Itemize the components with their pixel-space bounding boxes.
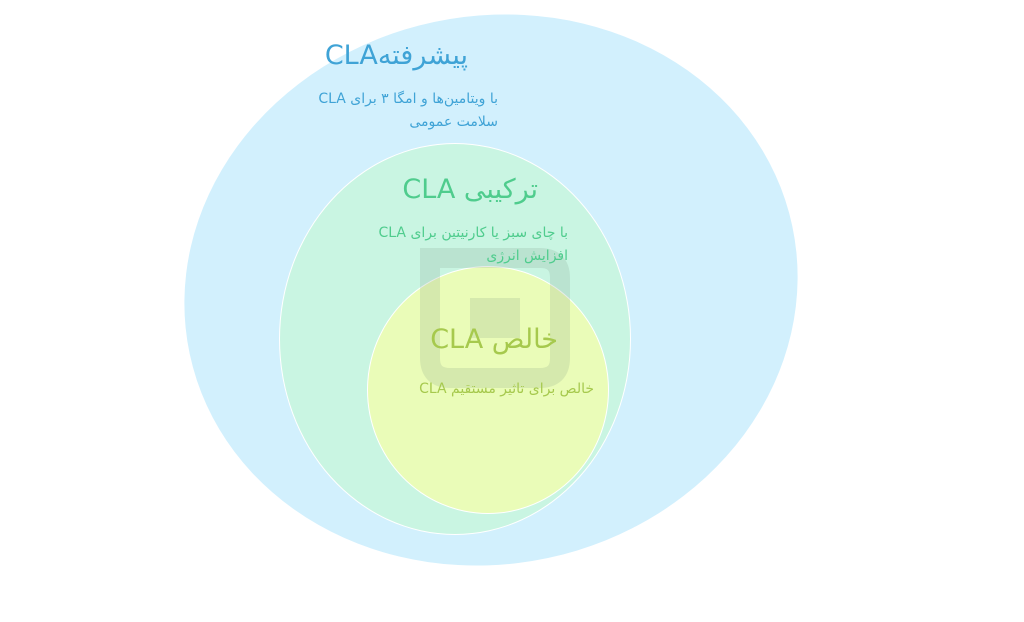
inner-ellipse-pure xyxy=(367,266,609,514)
middle-title: ترکیبی CLA xyxy=(402,174,538,205)
inner-description: خالص برای تاثیر مستقیم CLA xyxy=(380,378,594,401)
inner-title: خالص CLA xyxy=(430,324,558,355)
outer-description: با ویتامین‌ها و امگا ۳ برای CLA سلامت عم… xyxy=(290,88,498,134)
outer-description-line: با ویتامین‌ها و امگا ۳ برای CLA xyxy=(318,91,498,107)
nested-ellipse-diagram: پیشرفتهCLA با ویتامین‌ها و امگا ۳ برای C… xyxy=(132,0,850,622)
middle-description-line: با چای سبز یا کارنیتین برای CLA xyxy=(378,225,568,241)
outer-title: پیشرفتهCLA xyxy=(324,40,468,71)
watermark-logo-icon xyxy=(420,248,570,388)
middle-description: با چای سبز یا کارنیتین برای CLA افزایش ا… xyxy=(348,222,568,268)
middle-description-line: افزایش انرژی xyxy=(486,248,568,264)
outer-description-line: سلامت عمومی xyxy=(409,114,498,130)
inner-description-line: خالص برای تاثیر مستقیم CLA xyxy=(419,381,594,397)
